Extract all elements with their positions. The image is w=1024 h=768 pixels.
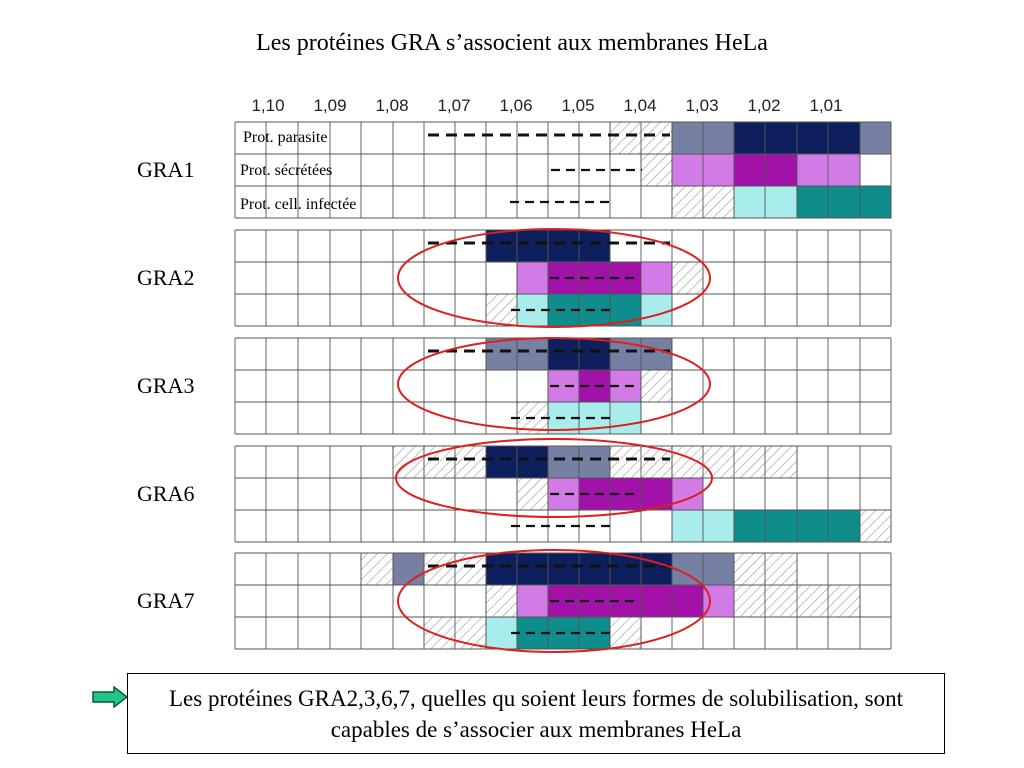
sample-row-label: Prot. cell. infectée [240, 196, 356, 213]
fraction-cell [516, 477, 549, 511]
fractionation-diagram: 1,10 1,09 1,08 1,07 1,06 1,05 1,04 1,03 1,02 1,01… [137, 96, 892, 653]
fraction-cell [640, 153, 673, 187]
fraction-cell [485, 584, 518, 618]
density-tick-label: 1,09 [313, 96, 346, 115]
highlight-ellipse [397, 549, 711, 653]
sample-row-label: Prot. sécrétées [240, 162, 332, 179]
fraction-cell [733, 153, 798, 187]
fraction-cell [733, 185, 798, 219]
fraction-cell [640, 293, 673, 327]
fraction-cell [516, 261, 549, 295]
fraction-cell [392, 552, 425, 586]
gene-label: GRA2 [137, 265, 194, 290]
fraction-cell [640, 261, 673, 295]
gene-label: GRA3 [137, 373, 194, 398]
highlight-ellipse [397, 337, 711, 431]
gene-label: GRA1 [137, 157, 194, 182]
density-tick-label: 1,05 [561, 96, 594, 115]
density-tick-label: 1,08 [375, 96, 408, 115]
highlight-ellipse [395, 438, 713, 518]
density-tick-label: 1,07 [437, 96, 470, 115]
slide-title: Les protéines GRA s’associent aux membra… [256, 30, 768, 56]
highlight-circles [395, 228, 713, 653]
density-tick-label: 1,01 [809, 96, 842, 115]
fraction-cell [671, 445, 798, 479]
fraction-cell [516, 584, 549, 618]
fraction-cell [733, 552, 798, 586]
dashed-markers [428, 133, 670, 635]
fraction-cell [859, 185, 892, 219]
fraction-cell [702, 584, 735, 618]
fraction-cell [859, 121, 892, 155]
highlight-ellipse [397, 228, 711, 328]
conclusion-text: Les protéines GRA2,3,6,7, quelles qu soi… [169, 685, 903, 742]
density-tick-label: 1,02 [747, 96, 780, 115]
fraction-cell [360, 552, 394, 586]
fraction-cell [671, 261, 704, 295]
fraction-cell [859, 509, 892, 543]
fraction-cell [796, 153, 861, 187]
arrow-icon [92, 686, 128, 708]
fraction-cell [640, 369, 673, 403]
density-tick-label: 1,04 [623, 96, 656, 115]
gene-label: GRA6 [137, 481, 194, 506]
conclusion-box: Les protéines GRA2,3,6,7, quelles qu soi… [127, 673, 945, 754]
density-tick-label: 1,03 [685, 96, 718, 115]
fraction-cell [796, 185, 861, 219]
density-tick-label: 1,06 [499, 96, 532, 115]
density-tick-label: 1,10 [251, 96, 284, 115]
sample-row-label: Prot. parasite [243, 129, 327, 146]
density-axis: 1,10 1,09 1,08 1,07 1,06 1,05 1,04 1,03 1,02 1,01 [251, 96, 842, 115]
gene-label: GRA7 [137, 588, 194, 613]
